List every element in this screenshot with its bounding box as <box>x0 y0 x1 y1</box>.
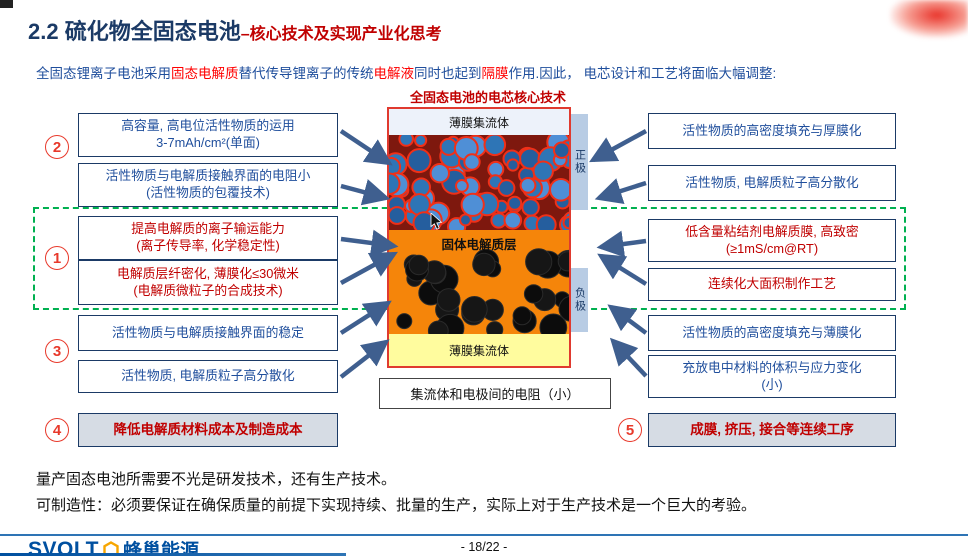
callout-line: 降低电解质材料成本及制造成本 <box>113 422 303 438</box>
intro-seg-highlight: 隔膜 <box>481 66 509 81</box>
diagram-heading: 全固态电池的电芯核心技术 <box>409 90 566 105</box>
anode-particles <box>396 248 569 334</box>
callout-line: 电解质层纤密化, 薄膜化≤30微米 <box>117 265 299 281</box>
callout-interface-stability: 活性物质与电解质接触界面的稳定 <box>78 315 338 351</box>
intro-seg-highlight: 固态电解质 <box>171 66 239 81</box>
callout-particle-dispersion-right: 活性物质, 电解质粒子高分散化 <box>648 165 896 201</box>
callout-high-capacity: 高容量, 高电位活性物质的运用 3-7mAh/cm²(单面) <box>78 113 338 157</box>
cathode-side-bar: 正极 <box>571 114 588 210</box>
callout-line: (≥1mS/cm@RT) <box>725 240 819 256</box>
callout-line: (离子传导率, 化学稳定性) <box>136 238 280 253</box>
intro-seg-highlight: 电解液 <box>373 66 415 81</box>
arrow <box>609 337 648 378</box>
recording-overlay <box>890 0 968 38</box>
title-main: 2.2 硫化物全固态电池 <box>28 19 241 44</box>
solid-electrolyte-label: 固体电解质层 <box>441 237 517 252</box>
callout-large-area-process: 连续化大面积制作工艺 <box>648 268 896 301</box>
callout-line: (活性物质的包覆技术) <box>146 185 270 200</box>
title-sub: –核心技术及实现产业化思考 <box>240 26 442 43</box>
arrow <box>339 129 393 166</box>
logo-text-en: SVOLT <box>28 537 99 556</box>
resistance-note: 集流体和电极间的电阻（小） <box>379 378 611 409</box>
callout-line: 活性物质的高密度填充与厚膜化 <box>682 122 862 138</box>
marker-5: 5 <box>618 418 642 442</box>
callout-ion-transport: 提高电解质的离子输运能力 (离子传导率, 化学稳定性) <box>78 216 338 260</box>
marker-2: 2 <box>45 135 69 159</box>
callout-line: 成膜, 挤压, 接合等连续工序 <box>690 422 854 438</box>
callout-line: 活性物质与电解质接触界面的电阻小 <box>105 168 311 184</box>
electrode-layers-graphic <box>389 135 569 334</box>
marker-4: 4 <box>45 418 69 442</box>
callout-thin-film-filling: 活性物质的高密度填充与薄膜化 <box>648 315 896 351</box>
arrow <box>339 339 390 379</box>
callout-low-binder-membrane: 低含量粘结剂电解质膜, 高致密 (≥1mS/cm@RT) <box>648 219 896 262</box>
logo-underline <box>0 553 346 556</box>
logo-text-cn: 蜂巢能源 <box>122 541 199 556</box>
note-line-1: 量产固态电池所需要不光是研发技术，还有生产技术。 <box>36 471 397 488</box>
callout-line: (电解质微粒子的合成技术) <box>133 282 283 298</box>
callout-thick-film: 活性物质的高密度填充与厚膜化 <box>648 113 896 149</box>
callout-particle-dispersion-left: 活性物质, 电解质粒子高分散化 <box>78 360 338 393</box>
marker-1: 1 <box>45 246 69 270</box>
arrow <box>594 178 647 205</box>
callout-line: 低含量粘结剂电解质膜, 高致密 <box>685 223 859 239</box>
mouse-cursor-icon <box>430 213 443 230</box>
callout-line: 提高电解质的离子输运能力 <box>131 221 285 237</box>
intro-sentence: 全固态锂离子电池采用固态电解质替代传导锂离子的传统电解液同时也起到隔膜作用.因此… <box>36 62 776 82</box>
callout-line: 活性物质的高密度填充与薄膜化 <box>682 324 862 340</box>
note-line-2: 可制造性：必须要保证在确保质量的前提下实现持续、批量的生产，实际上对于生产技术是… <box>36 497 757 514</box>
bottom-current-collector: 薄膜集流体 <box>389 334 569 366</box>
callout-line: (小) <box>761 376 783 392</box>
marker-3: 3 <box>45 339 69 363</box>
anode-side-bar: 负极 <box>571 268 588 332</box>
callout-cost-reduction: 降低电解质材料成本及制造成本 <box>78 413 338 447</box>
honeycomb-icon <box>103 540 119 556</box>
arrow <box>340 179 391 206</box>
arrow <box>607 304 648 335</box>
intro-seg: 作用.因此， 电芯设计和工艺将面临大幅调整: <box>508 66 777 81</box>
callout-electrolyte-thinfilm: 电解质层纤密化, 薄膜化≤30微米 (电解质微粒子的合成技术) <box>78 260 338 305</box>
callout-line: 活性物质与电解质接触界面的稳定 <box>112 324 304 340</box>
footer-divider <box>0 534 968 536</box>
callout-line: 活性物质, 电解质粒子高分散化 <box>121 368 295 384</box>
page-number: - 18/22 - <box>460 540 508 554</box>
callout-volume-stress-change: 充放电中材料的体积与应力变化 (小) <box>648 355 896 398</box>
intro-seg: 全固态锂离子电池采用 <box>36 66 171 81</box>
callout-interface-resistance: 活性物质与电解质接触界面的电阻小 (活性物质的包覆技术) <box>78 163 338 207</box>
intro-seg: 替代传导锂离子的传统 <box>238 66 374 81</box>
callout-line: 高容量, 高电位活性物质的运用 <box>121 118 295 134</box>
callout-line: 活性物质, 电解质粒子高分散化 <box>685 174 859 190</box>
callout-line: 充放电中材料的体积与应力变化 <box>682 359 862 375</box>
top-current-collector: 薄膜集流体 <box>389 109 569 135</box>
arrow <box>589 129 648 163</box>
callout-continuous-process: 成膜, 挤压, 接合等连续工序 <box>648 413 896 447</box>
corner-artifact <box>0 0 13 8</box>
battery-cross-section: 薄膜集流体 固体电解质层 薄膜集流体 <box>387 107 571 368</box>
page-title: 2.2 硫化物全固态电池–核心技术及实现产业化思考 <box>28 14 442 46</box>
company-logo: SVOLT 蜂巢能源 <box>28 536 199 556</box>
callout-line: 连续化大面积制作工艺 <box>708 276 836 292</box>
cathode-particles <box>389 135 569 230</box>
intro-seg: 同时也起到 <box>414 66 482 81</box>
callout-line: 3-7mAh/cm²(单面) <box>156 135 260 150</box>
